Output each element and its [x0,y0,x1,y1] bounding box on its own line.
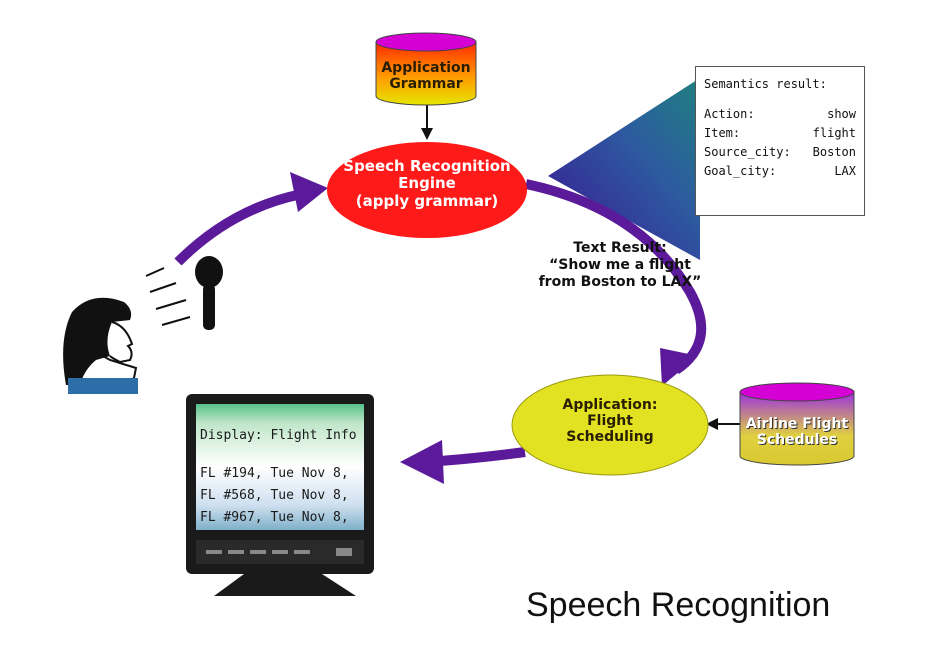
application-line-2: Flight [587,413,633,430]
sound-waves-icon [145,267,191,326]
application-node [511,374,709,476]
speech-engine-label: Speech Recognition Engine (apply grammar… [327,157,527,210]
monitor-icon [186,394,374,596]
user-person-icon [63,297,138,394]
arrow-engine-to-application [524,179,707,375]
semantics-row: Item: flight [704,126,856,140]
application-line-1: Application: [562,397,658,413]
diagram-caption: Speech Recognition [526,586,831,624]
flow-arrows [174,179,707,466]
engine-line-3: (apply grammar) [355,191,499,210]
thin-arrows [421,104,740,430]
display-line: FL #194, Tue Nov 8, [200,466,349,481]
display-line: FL #967, Tue Nov 8, [200,510,349,525]
arrow-application-to-display [439,447,526,466]
engine-line-1: Speech Recognition [343,157,511,175]
application-line-3: Scheduling [566,429,654,446]
application-label: Application: Flight Scheduling [512,397,708,445]
text-result-line-3: from Boston to LAX” [538,273,702,290]
semantics-key: Source_city: [704,145,791,159]
speech-recognition-engine-node [327,142,527,238]
semantics-value: Boston [812,145,856,159]
airline-schedules-label: Airline Flight Schedules [740,416,854,448]
arrowhead-grammar [421,128,433,140]
arrowhead-db [706,418,718,430]
semantics-value: show [827,107,856,121]
semantics-key: Item: [704,126,741,140]
airline-line-1: Airline Flight [745,416,849,432]
arrow-user-to-engine [174,189,303,266]
semantics-key: Goal_city: [704,164,777,178]
text-result-label: Text Result: “Show me a flight from Bost… [520,240,720,290]
engine-line-2: Engine [398,174,456,193]
semantics-value: flight [812,126,856,140]
microphone-icon [195,256,223,330]
arrowhead-engine [290,172,328,212]
semantics-row: Source_city: Boston [704,145,856,159]
airline-schedules-cylinder [739,382,855,466]
semantics-row: Action: show [704,107,856,121]
arrowhead-display [400,440,444,484]
airline-line-2: Schedules [756,432,838,449]
arrowhead-application [660,348,698,386]
semantics-value: LAX [834,164,856,178]
display-line: FL #568, Tue Nov 8, [200,488,349,503]
application-grammar-label: Application Grammar [376,60,476,92]
semantics-key: Action: [704,107,755,121]
semantics-callout-wedge [548,78,700,260]
semantics-title: Semantics result: [704,77,827,91]
text-result-line-1: Text Result: [573,240,667,256]
display-title: Display: Flight Info [200,428,357,443]
semantics-row: Goal_city: LAX [704,164,856,178]
text-result-line-2: “Show me a flight [549,256,691,273]
application-grammar-text: Application Grammar [381,60,471,93]
semantics-result-box: Semantics result: Action: show Item: fli… [695,66,865,216]
application-grammar-cylinder [375,32,477,106]
monitor-screen: Display: Flight Info FL #194, Tue Nov 8,… [196,404,364,530]
